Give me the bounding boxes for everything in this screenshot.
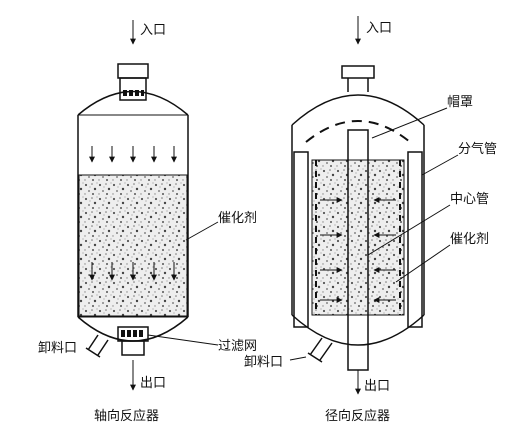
- radial-discharge-nozzle: [307, 337, 333, 363]
- radial-inlet-label: 入口: [366, 21, 392, 36]
- axial-inlet-label: 入口: [140, 23, 166, 38]
- radial-distributor-label: 分气管: [458, 141, 497, 157]
- axial-flow-arrows: [89, 146, 177, 163]
- radial-distributor-left: [293, 151, 309, 328]
- radial-bottom-head: [291, 314, 425, 346]
- radial-discharge-label: 卸料口: [244, 354, 283, 370]
- radial-distributor-right: [407, 151, 423, 328]
- radial-top-head: [291, 94, 425, 126]
- radial-catalyst-label: 催化剂: [450, 232, 489, 247]
- axial-bed-arrows: [89, 262, 177, 281]
- radial-center-pipe-label: 中心管: [450, 192, 489, 207]
- axial-top-head: [77, 90, 189, 116]
- radial-cap-label: 帽罩: [447, 94, 473, 110]
- radial-top-nozzle: [341, 65, 375, 79]
- radial-reactor: 入口: [244, 16, 497, 424]
- radial-flow-arrows: [320, 197, 396, 303]
- radial-outlet-label: 出口: [364, 379, 390, 394]
- radial-catalyst-bed: [311, 159, 405, 316]
- axial-top-nozzle: [117, 63, 149, 79]
- axial-catalyst-bed: [78, 174, 188, 317]
- axial-outlet-pipe: [121, 340, 145, 356]
- axial-bottom-head: [77, 316, 189, 342]
- axial-caption: 轴向反应器: [94, 408, 159, 424]
- axial-discharge-nozzle: [85, 334, 109, 358]
- axial-reactor: 入口: [38, 20, 257, 424]
- axial-filter-label: 过滤网: [218, 339, 257, 354]
- axial-outlet-label: 出口: [140, 376, 166, 391]
- radial-caption: 径向反应器: [325, 408, 390, 424]
- axial-catalyst-label: 催化剂: [218, 211, 257, 226]
- axial-inlet-pipe: [119, 77, 147, 101]
- radial-cap: [305, 120, 411, 143]
- axial-discharge-label: 卸料口: [38, 340, 77, 356]
